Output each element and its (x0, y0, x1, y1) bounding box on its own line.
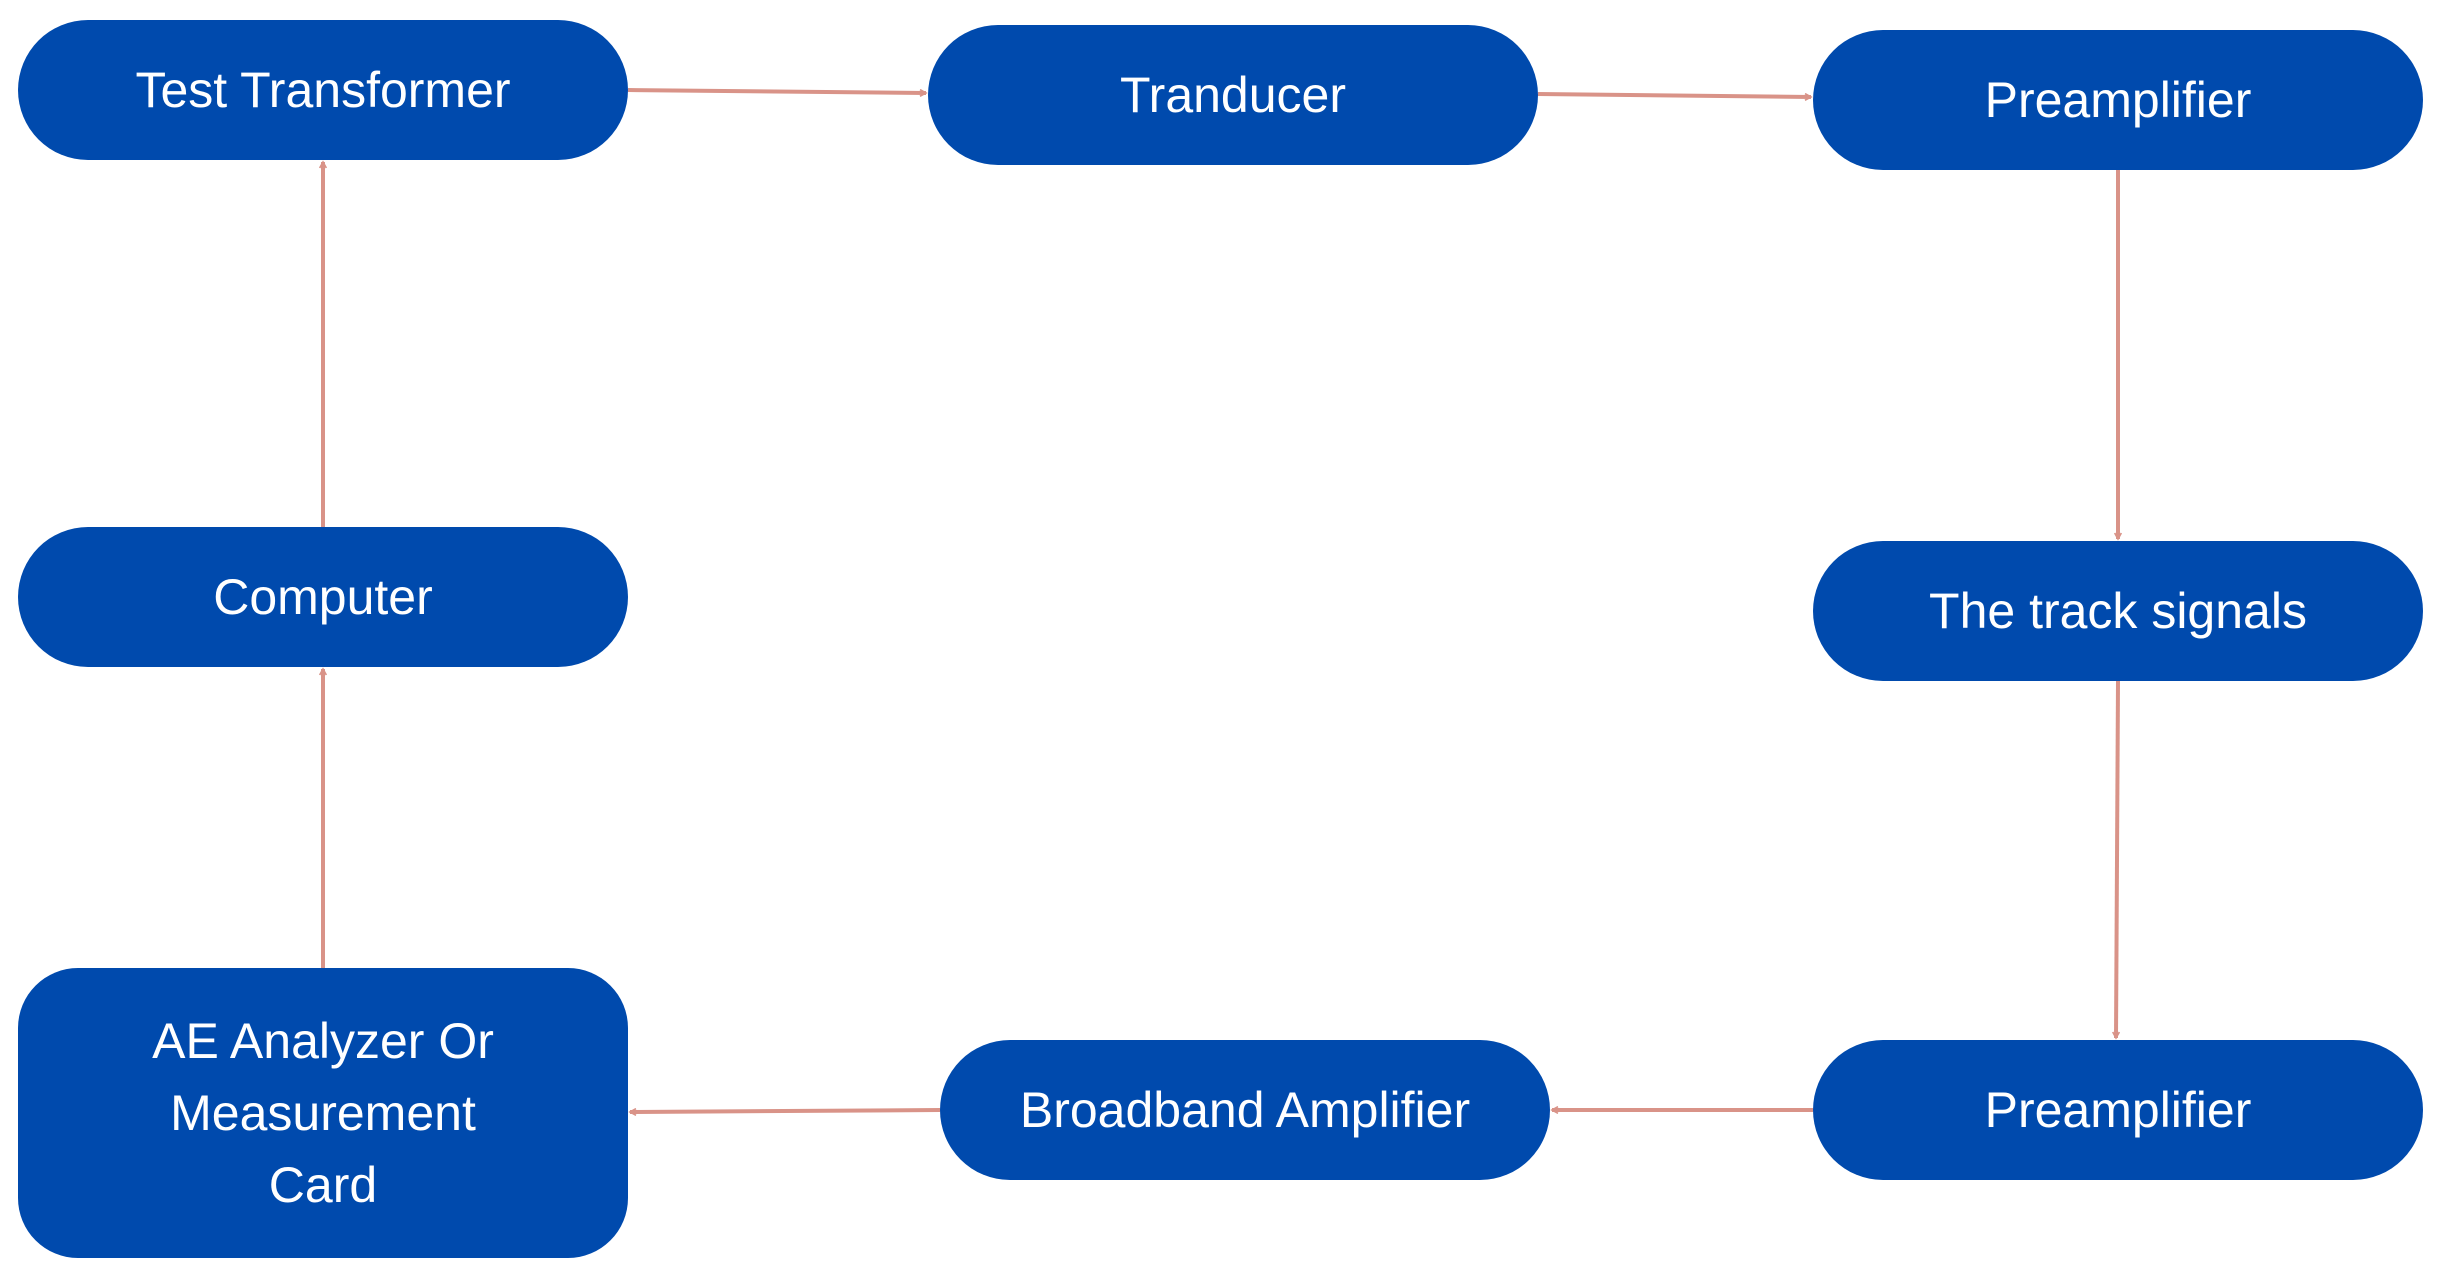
node-broadband-amplifier: Broadband Amplifier (940, 1040, 1550, 1180)
node-label: Broadband Amplifier (1019, 1082, 1471, 1138)
node-label-line: AE Analyzer Or (152, 1013, 494, 1069)
node-test-transformer: Test Transformer (18, 20, 628, 160)
node-track-signals: The track signals (1813, 541, 2423, 681)
node-preamplifier-bottom: Preamplifier (1813, 1040, 2423, 1180)
node-preamplifier-top: Preamplifier (1813, 30, 2423, 170)
node-label: Preamplifier (1984, 1082, 2252, 1138)
node-label: The track signals (1929, 583, 2307, 639)
node-label: Preamplifier (1984, 72, 2252, 128)
node-label-multiline: AE Analyzer Or Measurement Card (152, 1005, 494, 1221)
node-label: Tranducer (1119, 67, 1347, 123)
node-label-line: Measurement (170, 1085, 476, 1141)
node-computer: Computer (18, 527, 628, 667)
arrow-track-signals-to-preamplifier-bottom (2116, 680, 2118, 1038)
arrow-broadband-to-ae-analyzer (630, 1110, 941, 1112)
node-label: Computer (213, 569, 433, 625)
arrow-tranducer-to-preamplifier-top (1537, 92, 1811, 97)
node-label-line: Card (268, 1157, 378, 1213)
node-label: Test Transformer (135, 62, 511, 118)
node-ae-analyzer: AE Analyzer Or Measurement Card (18, 968, 628, 1258)
node-tranducer: Tranducer (928, 25, 1538, 165)
arrow-test-transformer-to-tranducer (627, 88, 926, 93)
